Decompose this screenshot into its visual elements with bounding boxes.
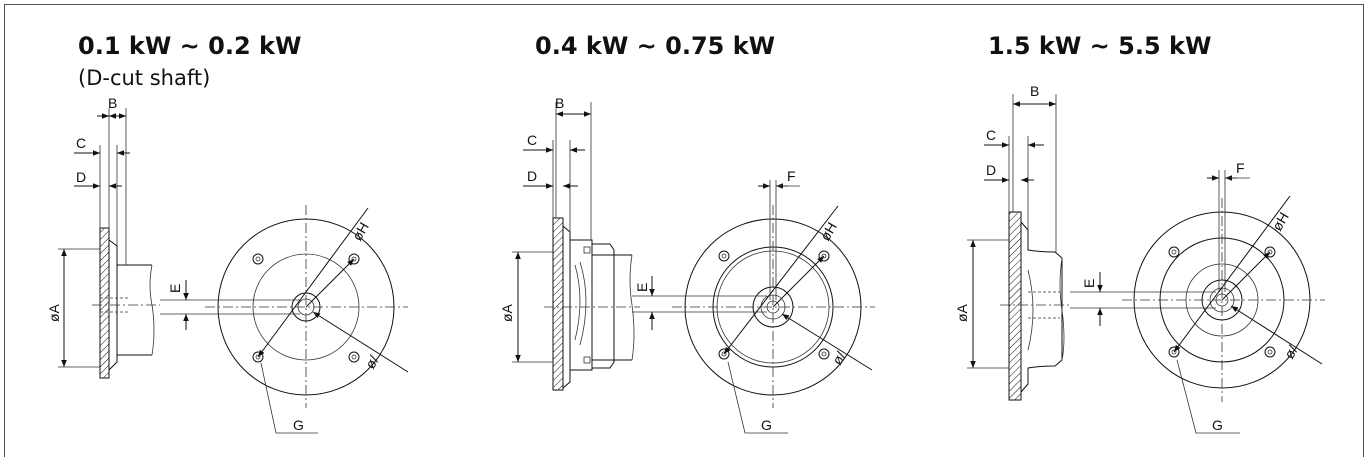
panel-2-label-f: F bbox=[787, 168, 796, 184]
panel-2-flange-section bbox=[552, 217, 564, 391]
panel-1-label-b: B bbox=[108, 95, 117, 111]
panel-1-motor-body bbox=[117, 264, 152, 356]
panel-2-label-e: E bbox=[634, 283, 650, 292]
panel-1-label-a: øA bbox=[46, 303, 62, 322]
panel-1-side-view bbox=[58, 108, 160, 379]
panel-3-label-f: F bbox=[1236, 160, 1245, 176]
panel-3-label-c: C bbox=[986, 127, 996, 143]
panel-3-label-h: øH bbox=[1269, 209, 1292, 233]
panel-3-label-d: D bbox=[986, 162, 996, 178]
panel-1-flange-section bbox=[99, 227, 110, 379]
panel-2-label-h: øH bbox=[817, 219, 840, 243]
panel-1-label-g: G bbox=[293, 417, 304, 433]
panel-2-label-c: C bbox=[527, 132, 537, 148]
panel-1-front-view bbox=[160, 205, 409, 434]
panel-3-label-g: G bbox=[1212, 417, 1223, 433]
panel-1-subtitle: (D-cut shaft) bbox=[78, 66, 211, 90]
panel-2-label-g: G bbox=[761, 417, 772, 433]
panel-1-label-e: E bbox=[167, 284, 183, 293]
panel-3-title: 1.5 kW ~ 5.5 kW bbox=[988, 32, 1212, 60]
panel-3-label-a: øA bbox=[954, 303, 970, 322]
panel-1-label-d: D bbox=[76, 169, 86, 185]
panel-3-label-b: B bbox=[1030, 83, 1039, 99]
panel-2-side-view bbox=[512, 102, 640, 391]
panel-2-title: 0.4 kW ~ 0.75 kW bbox=[535, 32, 776, 60]
panel-1-label-i: ø/ bbox=[362, 353, 382, 372]
panel-1-label-h: øH bbox=[349, 219, 372, 243]
panel-3-flange-section bbox=[1008, 211, 1022, 401]
panel-2-label-b: B bbox=[555, 95, 564, 111]
panel-1-title: 0.1 kW ~ 0.2 kW bbox=[78, 32, 302, 60]
panel-2-label-d: D bbox=[527, 168, 537, 184]
panel-2-front-view bbox=[632, 180, 875, 434]
panel-3-side-view bbox=[967, 94, 1070, 401]
panel-2-label-a: øA bbox=[499, 303, 515, 322]
panel-1-boss bbox=[108, 239, 118, 371]
panel-3-label-e: E bbox=[1081, 279, 1097, 288]
panel-1-label-c: C bbox=[76, 135, 86, 151]
panel-3-bolt-holes bbox=[1168, 246, 1276, 358]
panel-2-label-i: ø/ bbox=[829, 349, 849, 368]
diagram-frame bbox=[4, 4, 1364, 457]
panel-3-front-view bbox=[1070, 170, 1325, 434]
